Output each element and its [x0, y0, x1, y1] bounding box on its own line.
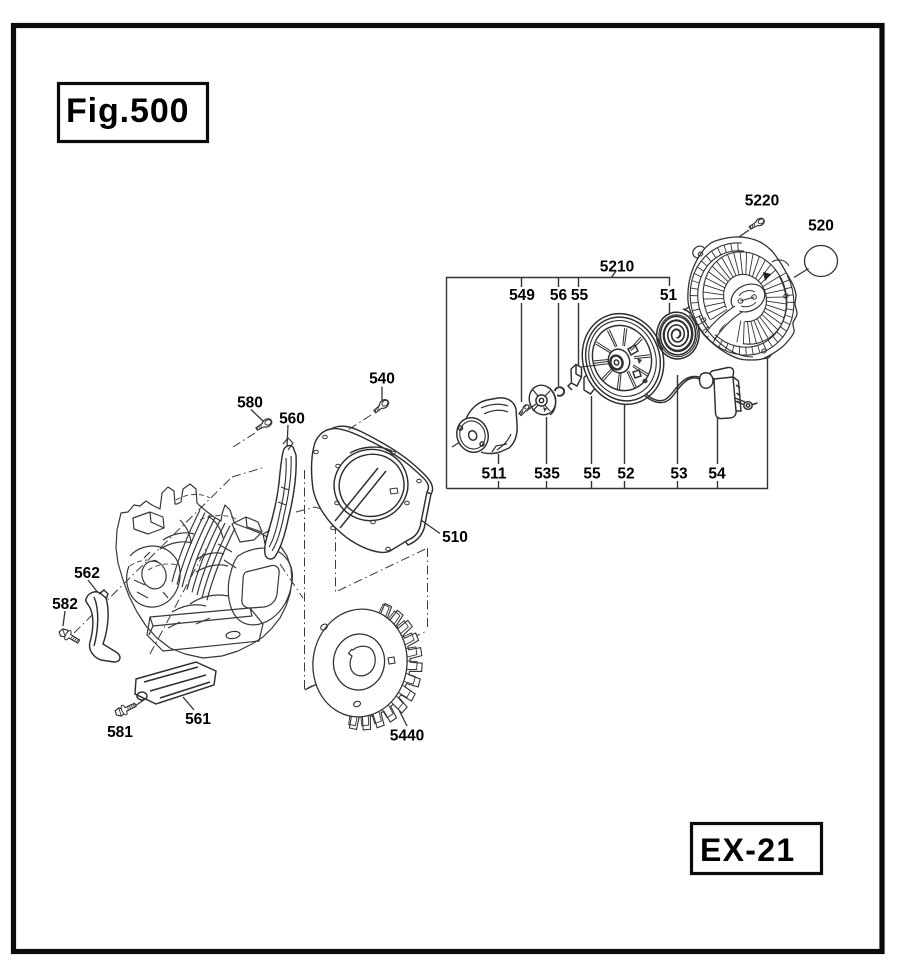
svg-text:5440: 5440: [390, 728, 424, 745]
svg-text:52: 52: [617, 466, 634, 483]
svg-text:510: 510: [442, 529, 468, 546]
svg-text:549: 549: [509, 287, 535, 304]
svg-text:520: 520: [808, 218, 834, 235]
svg-text:5210: 5210: [600, 259, 634, 276]
svg-text:EX-21: EX-21: [700, 832, 795, 868]
svg-text:540: 540: [369, 371, 395, 388]
svg-text:560: 560: [279, 411, 305, 428]
svg-text:580: 580: [237, 395, 263, 412]
svg-text:55: 55: [583, 466, 601, 483]
svg-text:53: 53: [670, 466, 688, 483]
svg-text:582: 582: [52, 596, 78, 613]
svg-text:55: 55: [571, 287, 589, 304]
svg-text:581: 581: [107, 724, 133, 741]
svg-text:562: 562: [74, 565, 100, 582]
svg-text:5220: 5220: [745, 193, 779, 210]
svg-text:56: 56: [550, 287, 568, 304]
svg-text:535: 535: [534, 466, 560, 483]
svg-text:511: 511: [481, 466, 506, 483]
svg-text:54: 54: [708, 466, 726, 483]
svg-text:Fig.500: Fig.500: [66, 92, 189, 130]
svg-text:561: 561: [185, 711, 211, 728]
svg-text:51: 51: [660, 287, 678, 304]
